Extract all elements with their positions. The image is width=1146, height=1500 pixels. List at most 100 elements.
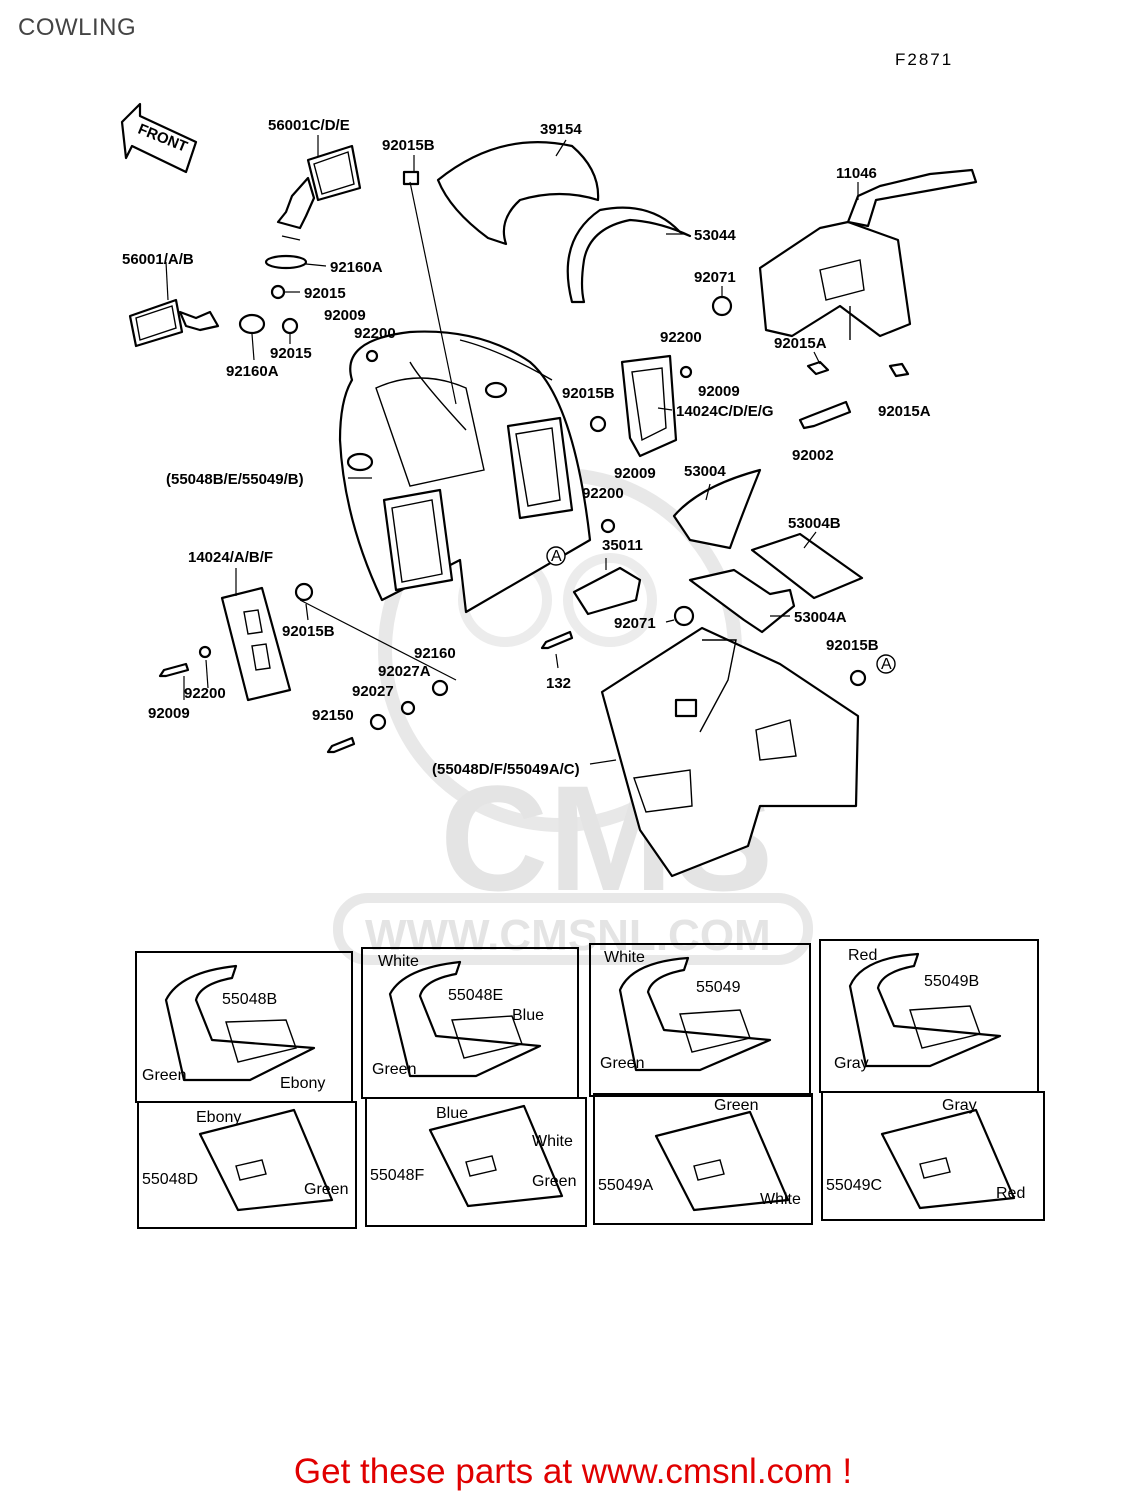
- label-92015b-right: 92015B: [826, 637, 879, 654]
- label-92015a-right: 92015A: [878, 403, 931, 420]
- svg-text:A: A: [881, 656, 892, 673]
- pad-53004b: [750, 532, 864, 600]
- label-53004b: 53004B: [788, 515, 841, 532]
- pad-53004a: [688, 568, 796, 634]
- variant-55048d-part: 55048D: [142, 1171, 198, 1188]
- variant-55049c-color-2: Red: [996, 1185, 1025, 1202]
- label-53044: 53044: [694, 227, 736, 244]
- panel-14024abf: [220, 586, 292, 702]
- gasket-92160a: [238, 313, 266, 335]
- label-132: 132: [546, 675, 571, 692]
- cowling-stay-11046: [758, 168, 978, 340]
- ref-marker-a-1: A: [546, 546, 566, 566]
- label-92015-mid: 92015: [270, 345, 312, 362]
- label-92015-top: 92015: [304, 285, 346, 302]
- screw-92150: [326, 736, 356, 754]
- variant-55048b-part: 55048B: [222, 991, 277, 1008]
- label-92015b-top: 92015B: [382, 137, 435, 154]
- page-title: COWLING: [18, 14, 137, 41]
- svg-text:A: A: [551, 548, 562, 565]
- damper-92071-top: [711, 295, 733, 317]
- upper-cowl: [338, 330, 592, 614]
- collar-92027: [369, 713, 387, 731]
- figure-code: F2871: [895, 50, 954, 69]
- mirror-56001cde: [276, 144, 362, 241]
- variant-55048f: Blue White 55048F Green: [370, 1104, 576, 1208]
- variant-55049a-part: 55049A: [598, 1177, 653, 1194]
- variant-55049-part: 55049: [696, 979, 741, 996]
- label-92200-c: 92200: [582, 485, 624, 502]
- variant-55048b-color-2: Ebony: [280, 1075, 325, 1092]
- variant-55048e-part: 55048E: [448, 987, 503, 1004]
- washer-92200-a: [365, 349, 379, 363]
- variant-grid: [135, 939, 1045, 1229]
- nut-92015a-right: [888, 362, 910, 378]
- variant-55049b: Red 55049B Gray: [834, 947, 1002, 1072]
- footer-cta-link[interactable]: Get these parts at www.cmsnl.com !: [293, 1452, 853, 1491]
- nut-92015b-top: [402, 170, 420, 186]
- label-92015a-mid: 92015A: [774, 335, 827, 352]
- label-92009-c: 92009: [614, 465, 656, 482]
- label-56001cde: 56001C/D/E: [268, 117, 350, 134]
- label-55048be: (55048B/E/55049/B): [166, 471, 304, 488]
- variant-55048f-color-1: Blue: [436, 1105, 468, 1122]
- bolt-92002: [798, 400, 852, 430]
- nut-92015a-mid: [806, 360, 830, 376]
- nut-92015-upper: [270, 284, 286, 300]
- label-92160a-bot: 92160A: [226, 363, 279, 380]
- washer-92200-d: [198, 645, 212, 659]
- gasket-92160a-upper: [264, 254, 308, 270]
- label-92015b-low: 92015B: [282, 623, 335, 640]
- variant-55049c: Gray 55049C Red: [826, 1097, 1025, 1210]
- ref-marker-a-2: A: [876, 654, 896, 674]
- variant-55049-color-2: Green: [600, 1055, 644, 1072]
- label-92071-top: 92071: [694, 269, 736, 286]
- nut-92015b-mid: [589, 415, 607, 433]
- variant-55048b-color-1: Green: [142, 1067, 186, 1084]
- label-92027a: 92027A: [378, 663, 431, 680]
- label-92002: 92002: [792, 447, 834, 464]
- variant-55048b: 55048B Green Ebony: [142, 964, 325, 1092]
- label-92009-a: 92009: [324, 307, 366, 324]
- label-92027: 92027: [352, 683, 394, 700]
- label-92150: 92150: [312, 707, 354, 724]
- variant-55048e-color-1: White: [378, 953, 419, 970]
- label-92200-d: 92200: [184, 685, 226, 702]
- part-labels: 56001C/D/E 92015B 39154 11046 53044 9216…: [122, 117, 931, 778]
- lower-cowl: [600, 626, 860, 878]
- variant-55049a-color-2: White: [760, 1191, 801, 1208]
- bracket-35011: [572, 566, 642, 616]
- panel-14024cdeg: [620, 354, 678, 458]
- label-92200-b: 92200: [660, 329, 702, 346]
- variant-55048f-color-2: White: [532, 1133, 573, 1150]
- variant-55049b-color-2: Gray: [834, 1055, 869, 1072]
- variant-55049c-part: 55049C: [826, 1177, 882, 1194]
- variant-55049a: Green 55049A White: [598, 1097, 801, 1212]
- screw-92009-d: [158, 662, 190, 678]
- label-92009-b: 92009: [698, 383, 740, 400]
- variant-55048e-color-2: Blue: [512, 1007, 544, 1024]
- variant-55048d-color-1: Ebony: [196, 1109, 241, 1126]
- windshield-trim-53044: [566, 206, 692, 304]
- variant-55049b-color-1: Red: [848, 947, 877, 964]
- variant-55048e-color-3: Green: [372, 1061, 416, 1078]
- variant-55048f-color-3: Green: [532, 1173, 576, 1190]
- variant-55049: White 55049 Green: [600, 949, 772, 1072]
- bolt-132: [540, 630, 574, 650]
- variant-55048d-color-2: Green: [304, 1181, 348, 1198]
- label-55048df: (55048D/F/55049A/C): [432, 761, 580, 778]
- variant-55049c-color-1: Gray: [942, 1097, 977, 1114]
- variant-55049-color-1: White: [604, 949, 645, 966]
- leader-lines: [165, 135, 859, 765]
- label-39154: 39154: [540, 121, 582, 138]
- washer-92200-b: [679, 365, 693, 379]
- label-92200-a: 92200: [354, 325, 396, 342]
- windshield-39154: [436, 141, 600, 246]
- label-92071-low: 92071: [614, 615, 656, 632]
- variant-55048d: Ebony 55048D Green: [142, 1108, 348, 1212]
- label-53004: 53004: [684, 463, 726, 480]
- label-11046: 11046: [836, 165, 877, 182]
- label-14024abf: 14024/A/B/F: [188, 549, 273, 566]
- grommet-92160: [431, 679, 449, 697]
